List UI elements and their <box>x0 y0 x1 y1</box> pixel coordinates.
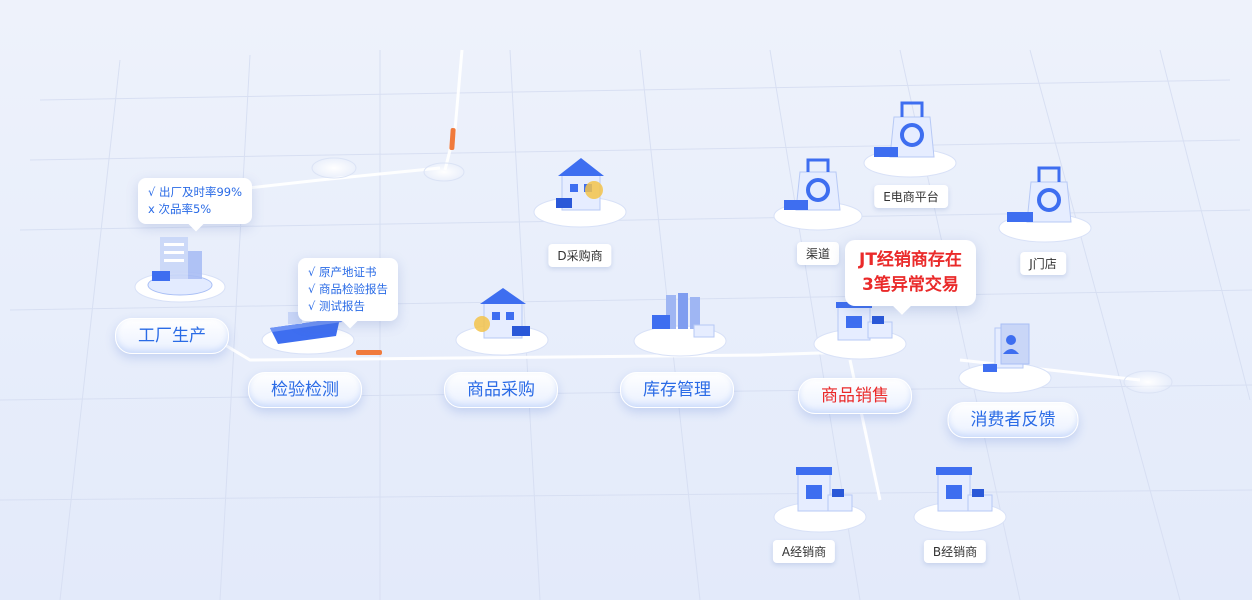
stage-factory[interactable]: 工厂生产 <box>115 318 229 354</box>
node-dealer-a[interactable]: A经销商 <box>772 540 836 563</box>
dealer-b-icon <box>913 467 1007 533</box>
ecommerce-e-icon <box>863 101 957 178</box>
stage-feedback[interactable]: 消费者反馈 <box>947 402 1079 438</box>
consumer-feedback-icon <box>958 323 1052 394</box>
stage-inspection[interactable]: 检验检测 <box>248 372 362 408</box>
abnormal-transaction-alert[interactable]: JT经销商存在 3笔异常交易 <box>845 240 976 306</box>
warehouse-icon <box>633 293 727 357</box>
stage-purchase[interactable]: 商品采购 <box>444 372 558 408</box>
stage-sales[interactable]: 商品销售 <box>798 378 912 414</box>
channel-ecommerce-icon <box>773 158 863 231</box>
progress-segment-top <box>449 128 456 151</box>
callout-factory-line: x 次品率5% <box>148 202 212 216</box>
stage-inventory[interactable]: 库存管理 <box>620 372 734 408</box>
callout-factory-line: √ 出厂及时率99% <box>148 185 243 199</box>
purchase-building-icon <box>455 288 549 356</box>
factory-icon <box>134 237 226 303</box>
node-ecommerce-e[interactable]: E电商平台 <box>874 185 948 208</box>
callout-inspection-line: √ 商品检验报告 <box>308 282 388 296</box>
node-channel[interactable]: 渠道 <box>796 242 840 265</box>
alert-line: JT经销商存在 <box>859 250 962 270</box>
progress-segment-bottom <box>356 350 382 355</box>
sales-store-icon <box>813 302 907 360</box>
store-j-icon <box>998 166 1092 243</box>
callout-factory: √ 出厂及时率99% x 次品率5% <box>138 178 253 224</box>
node-store-j[interactable]: J门店 <box>1020 252 1066 275</box>
supplier-d-icon <box>533 158 627 228</box>
node-dealer-b[interactable]: B经销商 <box>923 540 987 563</box>
node-supplier-d[interactable]: D采购商 <box>548 244 612 267</box>
callout-inspection-line: √ 测试报告 <box>308 299 365 313</box>
dealer-a-icon <box>773 467 867 533</box>
callout-inspection: √ 原产地证书 √ 商品检验报告 √ 测试报告 <box>298 258 398 321</box>
alert-line: 3笔异常交易 <box>862 275 959 295</box>
callout-inspection-line: √ 原产地证书 <box>308 265 377 279</box>
